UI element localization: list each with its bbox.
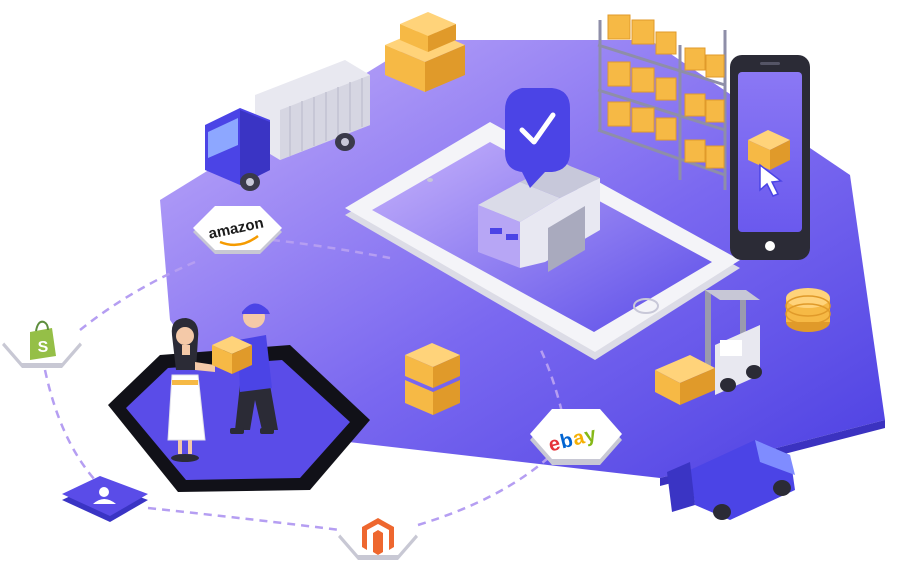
shopify-bag-icon: S [30, 320, 56, 360]
shopify-badge: S [2, 317, 82, 368]
svg-text:S: S [38, 339, 49, 356]
magento-badge [338, 509, 418, 560]
user-badge [62, 476, 148, 522]
box-stack-top [385, 12, 465, 92]
ebay-letter-b: b [558, 429, 575, 453]
delivery-van [667, 440, 795, 520]
checkmark-icon [519, 112, 556, 145]
check-badge [505, 88, 570, 188]
connector-lines [43, 238, 567, 532]
smartphone-device [730, 55, 810, 260]
delivery-truck [205, 60, 370, 191]
handed-package [212, 336, 252, 374]
coin-stack [785, 288, 831, 332]
warehouse-building [478, 162, 600, 272]
amazon-smile-icon [219, 235, 259, 247]
customer-woman [167, 318, 215, 462]
user-icon [93, 487, 116, 504]
box-stack-center [405, 343, 460, 415]
cursor-arrow-icon [759, 163, 783, 197]
magento-logo-icon [362, 518, 394, 555]
ebay-letter-e: e [546, 432, 562, 456]
amazon-badge: amazon [193, 206, 282, 254]
forklift [655, 290, 762, 405]
courier-man [230, 303, 278, 434]
warehouse-shelves [597, 14, 727, 190]
ebay-badge: e b a y [530, 409, 622, 465]
